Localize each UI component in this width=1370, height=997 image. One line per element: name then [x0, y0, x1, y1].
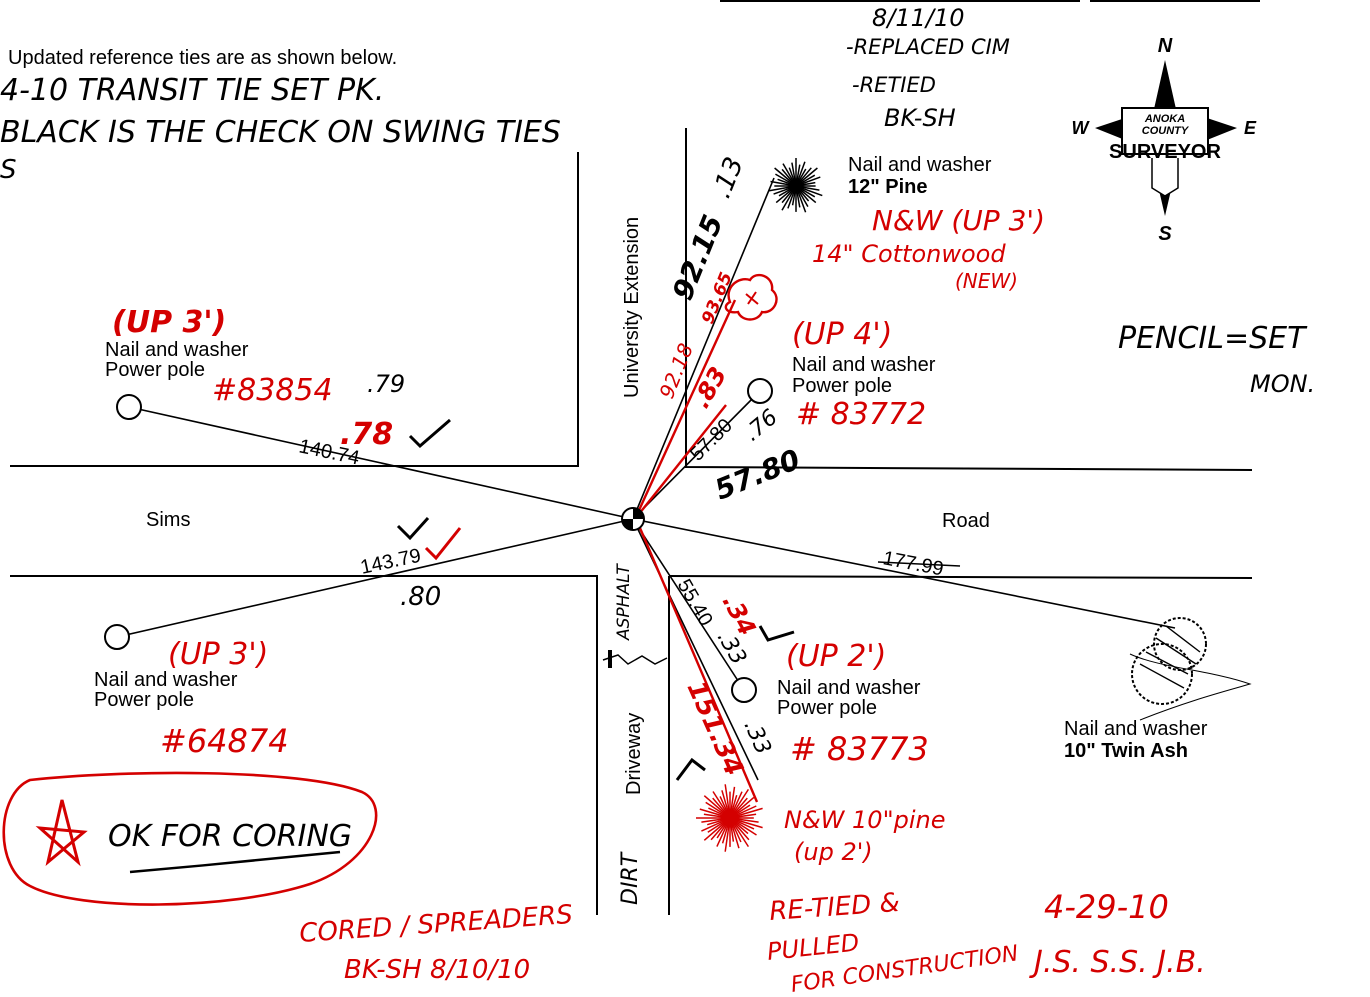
note-line-2: BLACK IS THE CHECK ON SWING TIES: [0, 115, 561, 150]
ne-pine-check: .13: [707, 153, 750, 203]
ne-pine-label-1: Nail and washer: [848, 154, 992, 176]
nw-red-up: (UP 3'): [112, 305, 226, 340]
note-line-3: S: [0, 155, 17, 185]
compass-org-1: ANOKA: [1144, 113, 1185, 125]
retied-note-line-2: PULLED: [766, 928, 861, 966]
road-name-sims: Sims: [146, 509, 190, 531]
retied-crew: J.S. S.S. J.B.: [1029, 945, 1206, 980]
nw-red-check: .78: [340, 417, 393, 452]
se-pine-red-line1: N&W 10"pine: [784, 806, 945, 834]
driveway-label: Driveway: [623, 713, 645, 795]
e-ash-label-2: 10" Twin Ash: [1064, 740, 1188, 762]
ne-pole-check: .76: [740, 405, 783, 447]
se-pole-label-1: Nail and washer: [777, 677, 921, 699]
retied-date: 4-29-10: [1044, 888, 1169, 926]
e-ash-label-1: Nail and washer: [1064, 718, 1208, 740]
sw-pole-label-2: Power pole: [94, 689, 194, 711]
retied-note-line-1: RE-TIED &: [768, 888, 900, 927]
sw-red-up: (UP 3'): [168, 637, 268, 672]
star-mark-icon: [35, 799, 88, 867]
intro-text: Updated reference ties are as shown belo…: [8, 47, 397, 69]
nw-pole-label-1: Nail and washer: [105, 339, 249, 361]
compass-rose-icon: ANOKA COUNTY SURVEYOR N S W E: [1072, 35, 1257, 245]
asphalt-label: ASPHALT: [614, 563, 634, 641]
check-mark-sw-red: [424, 527, 462, 561]
road-lines: [10, 128, 1253, 915]
se-pole-red-id: # 83773: [790, 730, 929, 768]
ok-for-coring-outline: [2, 771, 378, 906]
street-name-university: University Extension: [621, 217, 643, 398]
ne-cottonwood-red-line3: (NEW): [955, 269, 1018, 293]
ok-for-coring-note: OK FOR CORING: [108, 819, 352, 854]
sw-red-id: #64874: [160, 722, 289, 760]
sw-check-value: .80: [400, 582, 441, 612]
pencil-note-line-1: PENCIL=SET: [1118, 321, 1308, 356]
revision-date: 8/11/10: [872, 4, 965, 32]
note-line-1: 4-10 TRANSIT TIE SET PK.: [0, 73, 384, 108]
check-mark-sw: [396, 516, 430, 541]
compass-south: S: [1158, 223, 1172, 245]
ne-cottonwood-red-line1: N&W (UP 3'): [872, 204, 1045, 237]
sw-pole-label-1: Nail and washer: [94, 669, 238, 691]
cottonwood-tree-icon: [724, 273, 778, 321]
road-name-road: Road: [942, 510, 990, 532]
se-pole-label-2: Power pole: [777, 697, 877, 719]
cored-note-line-1: CORED / SPREADERS: [298, 900, 573, 949]
ne-pole-distance-2: 57.80: [710, 443, 804, 507]
power-pole-se-icon: [731, 677, 757, 703]
nw-check-value: .79: [367, 370, 405, 398]
ne-pine-label-2: 12" Pine: [848, 176, 928, 198]
cored-note-line-2: BK-SH 8/10/10: [344, 955, 530, 985]
compass-org-2: COUNTY: [1142, 125, 1190, 137]
twin-ash-tree-icon: [1129, 617, 1252, 721]
pencil-note-line-2: MON.: [1250, 370, 1315, 398]
compass-org-3: SURVEYOR: [1109, 141, 1221, 163]
control-monument-icon: [621, 507, 645, 531]
nw-pole-label-2: Power pole: [105, 359, 205, 381]
revision-line-1: -REPLACED CIM: [846, 35, 1010, 59]
dirt-label: DIRT: [618, 851, 643, 905]
se-pole-red-up: (UP 2'): [786, 639, 886, 674]
red-tie-lines: [633, 299, 759, 803]
pine-tree-icon: [768, 158, 823, 213]
angle-mark-se: [675, 757, 706, 781]
ne-pole-red-id: # 83772: [796, 397, 926, 432]
revision-initials: BK-SH: [884, 104, 956, 132]
revision-line-2: -RETIED: [852, 73, 936, 97]
ne-pole-label-1: Nail and washer: [792, 354, 936, 376]
asphalt-dirt-break: [602, 654, 668, 665]
ne-cottonwood-red-line2: 14" Cottonwood: [812, 240, 1006, 268]
ne-pole-red-up: (UP 4'): [792, 317, 892, 352]
compass-east: E: [1244, 118, 1257, 138]
pine-tree-red-icon: [696, 784, 763, 852]
se-pine-red-line2: (up 2'): [794, 838, 873, 866]
ne-pole-label-2: Power pole: [792, 375, 892, 397]
compass-north: N: [1158, 35, 1173, 57]
check-mark-se: [758, 625, 795, 642]
power-pole-sw-icon: [104, 624, 130, 650]
power-pole-ne-icon: [747, 378, 773, 404]
power-pole-nw-icon: [116, 394, 142, 420]
compass-west: W: [1072, 118, 1091, 138]
nw-red-id: #83854: [212, 373, 333, 408]
check-mark-nw: [408, 418, 451, 449]
